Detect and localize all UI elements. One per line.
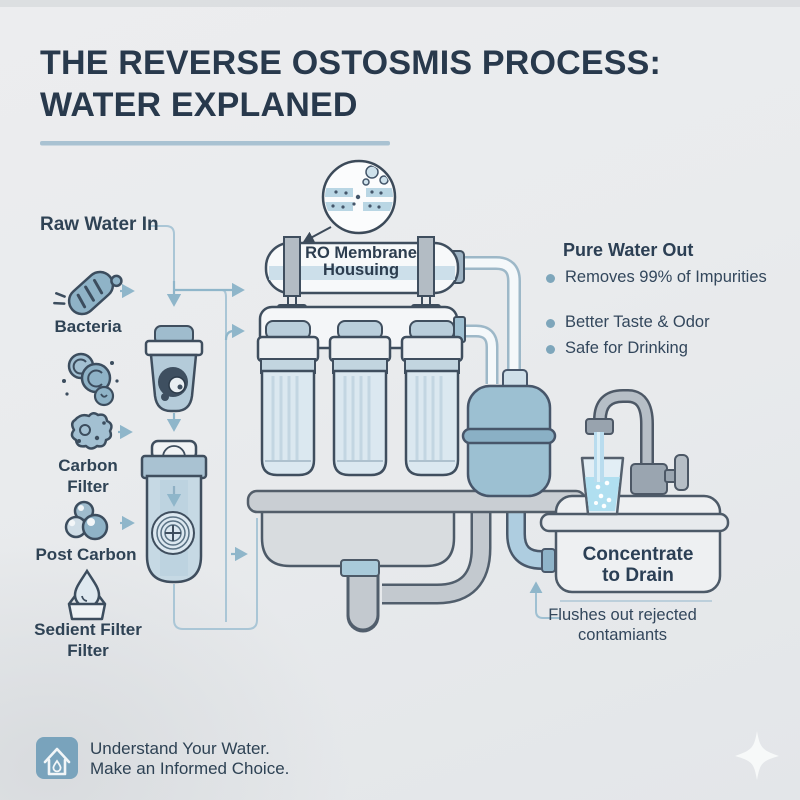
filter-cartridge [328, 320, 392, 477]
pipe-collar [541, 548, 556, 573]
raw-water-in-label: Raw Water In [40, 214, 159, 235]
faucet [585, 389, 689, 495]
title-underline [40, 141, 390, 146]
flow-arrows [118, 281, 585, 573]
arrow-into-filter-unit [224, 323, 245, 341]
sink-basin [260, 500, 456, 568]
pre-filter-cartridge-1 [144, 325, 204, 413]
valve-handle [674, 454, 689, 491]
concentrate-pipe [506, 506, 556, 573]
pure-water-pipes [458, 256, 521, 384]
membrane-stripe [269, 266, 455, 280]
footer-line1: Understand Your Water. [90, 739, 270, 758]
bacteria-label: Bacteria [54, 317, 122, 336]
carbon-filter-label: Carbon Filter [58, 456, 118, 497]
drain-box-rim [539, 512, 730, 533]
top-edge-strip [0, 0, 800, 7]
footer-line2: Make an Informed Choice. [90, 759, 290, 779]
tank-band [461, 427, 557, 445]
page-title-line1: THE REVERSE OSTOSMIS PROCESS: [40, 44, 662, 82]
bottom-loop-connector [173, 518, 258, 630]
raw-water-connector [150, 225, 175, 281]
drain-pipes [346, 508, 492, 633]
glass-water [585, 477, 620, 511]
home-water-icon [36, 737, 78, 779]
sediment-filter-label: Sedient Filter Filter [34, 620, 142, 661]
pre-filter-cartridge-2 [140, 439, 208, 584]
bubbles-icon [64, 500, 109, 541]
membrane-housing-label: RO Membrane Housuing [305, 244, 417, 280]
carbon-particle-icon [70, 412, 113, 450]
pure-water-out-heading: Pure Water Out [563, 240, 694, 260]
bacteria-icon [53, 270, 123, 316]
flushes-note: Flushes out rejected contamiants [548, 606, 697, 644]
filter-cartridge [400, 320, 464, 477]
note-pointer-line [529, 581, 560, 619]
benefit-text: Removes 99% of Impurities [565, 268, 767, 286]
filter-cartridge [256, 320, 320, 477]
membrane-magnifier [321, 159, 397, 235]
faucet-spout [585, 418, 614, 435]
sink-drain-fitting [340, 559, 380, 577]
water-stream-highlight [597, 432, 600, 482]
water-glass [580, 432, 625, 516]
water-bubbles [594, 480, 612, 509]
concentrate-to-drain-label: Concentrate to Drain [582, 544, 694, 586]
carbon-block-emblem [151, 511, 195, 555]
benefit-item: Safe for Drinking [546, 339, 688, 358]
benefit-text: Safe for Drinking [565, 339, 688, 357]
sediment-drop-icon [67, 568, 107, 621]
sparkle-icon [735, 731, 779, 780]
benefit-item: Better Taste & Odor [546, 313, 710, 332]
magnifier-pointer [302, 226, 332, 243]
bullet-icon [546, 274, 555, 283]
footer-tagline: Understand Your Water. Make an Informed … [90, 739, 289, 779]
benefit-item: Removes 99% of Impurities [546, 268, 767, 287]
germ-cluster-icon [62, 352, 119, 407]
benefit-text: Better Taste & Odor [565, 313, 710, 331]
filter-bank [256, 320, 464, 477]
page-title-line2: WATER EXPLANED [40, 86, 358, 124]
faucet-base [630, 463, 668, 495]
bullet-icon [546, 319, 555, 328]
bullet-icon [546, 345, 555, 354]
post-carbon-label: Post Carbon [35, 545, 137, 564]
